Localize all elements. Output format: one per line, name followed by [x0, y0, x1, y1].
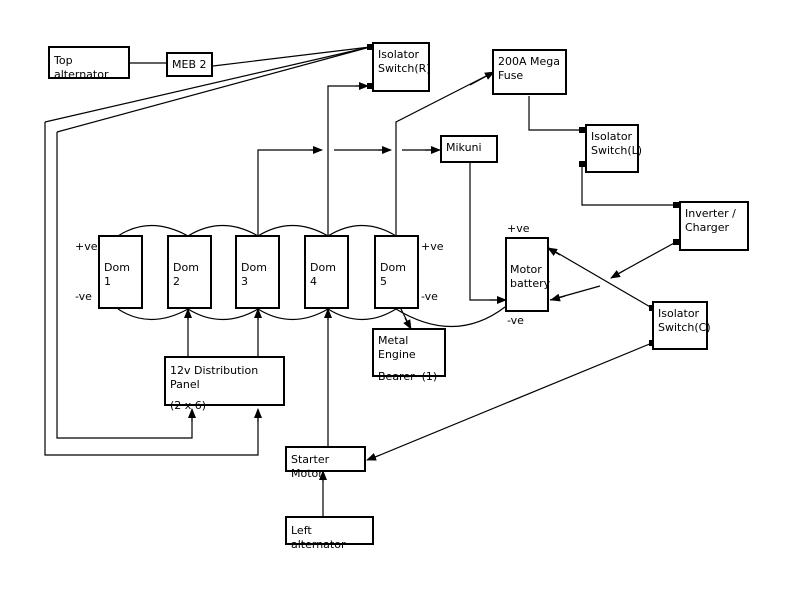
- inverter-label-2: Charger: [685, 221, 729, 234]
- distribution-panel-label-2: (2 x 6): [170, 399, 207, 412]
- dom5-box: Dom 5: [374, 235, 419, 309]
- terminal-dot: [367, 44, 373, 50]
- isolator-r-label-1: Isolator: [378, 48, 420, 61]
- left-alternator-box: Left alternator: [285, 516, 374, 551]
- wire-dom5-mega-fuse: [395, 72, 493, 236]
- mikuni-label: Mikuni: [446, 141, 482, 154]
- metal-engine-bearer-label-1: Metal Engine: [378, 334, 416, 361]
- mega-fuse-label-1: 200A Mega: [498, 55, 560, 68]
- right-negative-label: -ve: [421, 290, 438, 303]
- isolator-r-box: Isolator Switch(R): [372, 42, 431, 92]
- wire-meb2-isolator-r: [212, 46, 371, 67]
- mikuni-box: Mikuni: [440, 135, 498, 163]
- wire-dom3-mikuni: [257, 149, 320, 236]
- metal-engine-bearer-label-2: Bearer (1): [378, 370, 438, 383]
- wire-battery-isolator-c: [548, 247, 653, 309]
- mega-fuse-label-2: Fuse: [498, 69, 524, 82]
- isolator-c-box: Isolator Switch(C): [652, 301, 711, 350]
- wire-megafuse-isolator-l: [528, 96, 582, 131]
- isolator-c-label-2: Switch(C): [658, 321, 711, 334]
- starter-motor-box: Starter Motor: [285, 446, 366, 480]
- terminal-dot: [673, 202, 679, 208]
- wire-isolator-r-left-outer: [44, 46, 371, 123]
- isolator-r-label-2: Switch(R): [378, 62, 431, 75]
- metal-engine-bearer-box: Metal Engine Bearer (1): [372, 328, 446, 383]
- terminal-dot: [579, 161, 585, 167]
- arrow-bearer: [403, 317, 412, 330]
- wire-dom4-isolator-r: [327, 85, 366, 236]
- terminal-dot: [579, 127, 585, 133]
- dom5-label: Dom 5: [380, 261, 406, 288]
- starter-motor-label: Starter Motor: [291, 453, 330, 480]
- right-positive-label: +ve: [421, 240, 444, 253]
- top-alternator-label: Top alternator: [54, 54, 109, 81]
- isolator-l-label-2: Switch(L): [591, 144, 643, 157]
- motor-battery-label-2: battery: [510, 277, 551, 290]
- distribution-panel-label-1: 12v Distribution Panel: [170, 364, 259, 391]
- distribution-panel-box: 12v Distribution Panel (2 x 6): [164, 356, 285, 412]
- wire-isolator-l-inverter: [581, 164, 676, 206]
- arrow-inverter-battery: [610, 269, 626, 279]
- meb2-box: MEB 2: [166, 52, 213, 77]
- left-positive-label: +ve: [75, 240, 98, 253]
- inverter-box: Inverter / Charger: [679, 201, 749, 251]
- wire-inner-loop: [56, 132, 193, 439]
- terminal-dot: [673, 239, 679, 245]
- negative-bus: [117, 306, 506, 328]
- left-negative-label: -ve: [75, 290, 92, 303]
- arrow-battery-left: [550, 293, 566, 302]
- dom2-box: Dom 2: [167, 235, 212, 309]
- dom3-label: Dom 3: [241, 261, 267, 288]
- isolator-l-label-1: Isolator: [591, 130, 633, 143]
- dom1-box: Dom 1: [98, 235, 143, 309]
- motor-battery-label-1: Motor: [510, 263, 542, 276]
- arrow-mega-fuse: [469, 71, 495, 86]
- arrow-battery-isolator-c: [547, 247, 561, 256]
- wire-outer-loop: [44, 122, 259, 456]
- mega-fuse-box: 200A Mega Fuse: [492, 49, 567, 95]
- dom4-box: Dom 4: [304, 235, 349, 309]
- battery-positive-label: +ve: [507, 222, 530, 235]
- inverter-label-1: Inverter /: [685, 207, 736, 220]
- meb2-label: MEB 2: [172, 58, 207, 71]
- top-alternator-box: Top alternator: [48, 46, 130, 81]
- battery-negative-label: -ve: [507, 314, 524, 327]
- dom4-label: Dom 4: [310, 261, 336, 288]
- arrow-starter: [366, 453, 381, 461]
- wire-mikuni-battery: [469, 162, 505, 301]
- terminal-dot: [367, 83, 373, 89]
- left-alternator-label: Left alternator: [291, 524, 346, 551]
- wire-isolator-r-left-inner: [56, 46, 371, 133]
- dom1-label: Dom 1: [104, 261, 130, 288]
- wire-isolator-c-starter: [367, 342, 653, 461]
- isolator-l-box: Isolator Switch(L): [585, 124, 643, 173]
- isolator-c-label-1: Isolator: [658, 307, 700, 320]
- dom3-box: Dom 3: [235, 235, 280, 309]
- motor-battery-box: Motor battery: [505, 237, 551, 312]
- dom2-label: Dom 2: [173, 261, 199, 288]
